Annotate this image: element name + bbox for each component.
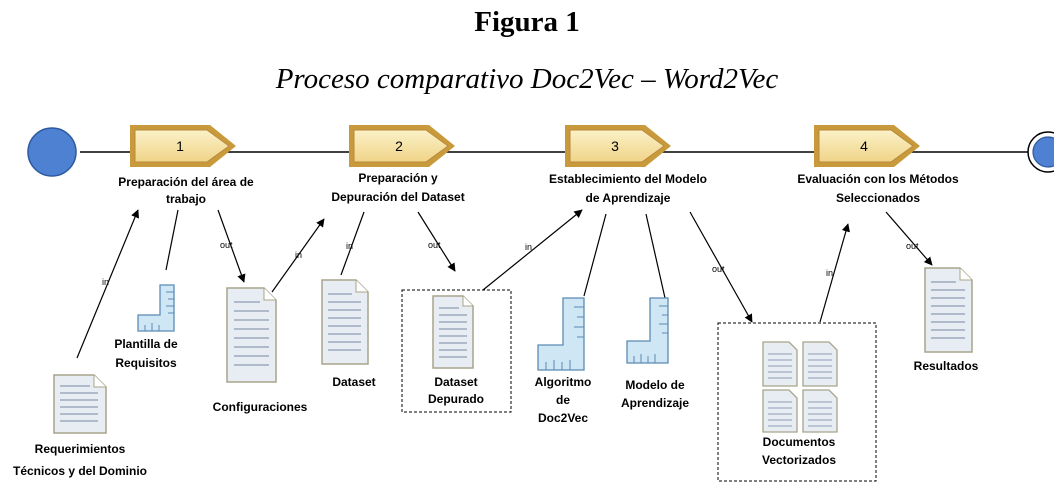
modelo-template-icon <box>626 297 669 364</box>
step-4-number: 4 <box>860 138 868 154</box>
step-4: 4 <box>814 125 920 167</box>
configuraciones-label: Configuraciones <box>213 400 308 414</box>
dataset-document-icon <box>321 279 369 365</box>
out-label-config: out <box>220 240 233 250</box>
step1-to-config-line <box>217 209 246 283</box>
out-label-depurado: out <box>428 240 441 250</box>
req-to-step1-line <box>76 209 140 359</box>
documentos-vectorizados-icon <box>762 341 838 433</box>
step-1-label-line2: trabajo <box>166 192 206 206</box>
step-4-label-line1: Evaluación con los Métodos <box>797 172 959 186</box>
algoritmo-label-line3: Doc2Vec <box>538 411 588 425</box>
config-to-step2-line <box>271 218 325 293</box>
plantilla-to-step1-line <box>165 209 179 271</box>
figure-number: Figura 1 <box>474 6 580 38</box>
step2-to-depurado-line <box>417 211 456 272</box>
step-2-label-line2: Depuración del Dataset <box>331 190 464 204</box>
step-2: 2 <box>349 125 455 167</box>
out-label-resultados: out <box>906 241 919 251</box>
algoritmo-template-icon <box>537 297 585 371</box>
step-1-number: 1 <box>176 138 184 154</box>
algoritmo-label-line2: de <box>556 393 570 407</box>
step3-to-documentos-line <box>689 211 753 323</box>
documentos-label-line2: Vectorizados <box>762 453 836 467</box>
step-2-label-line1: Preparación y <box>358 171 438 185</box>
in-label-depurado: in <box>525 242 532 252</box>
algoritmo-to-step3-line <box>583 213 607 297</box>
plantilla-template-icon <box>137 284 175 332</box>
start-event <box>27 127 77 177</box>
modelo-label-line2: Aprendizaje <box>621 396 689 410</box>
in-label-documentos: in <box>826 268 833 278</box>
plantilla-label-line1: Plantilla de <box>114 337 178 351</box>
end-event <box>1027 131 1054 173</box>
step-3-label-line2: de Aprendizaje <box>586 191 671 205</box>
plantilla-label-line2: Requisitos <box>115 356 177 370</box>
algoritmo-label-line1: Algoritmo <box>535 375 592 389</box>
documentos-to-step4-line <box>819 223 850 323</box>
documentos-vectorizados-group <box>717 322 877 482</box>
step-3: 3 <box>565 125 671 167</box>
dataset-to-step2-line <box>340 211 365 276</box>
figure-title: Proceso comparativo Doc2Vec – Word2Vec <box>275 63 779 95</box>
dataset-depurado-document-icon <box>432 295 474 369</box>
in-label-req: in <box>102 277 109 287</box>
step4-to-resultados-line <box>885 211 933 266</box>
requerimientos-document-icon <box>53 374 107 434</box>
depurado-to-step3-line <box>482 209 583 291</box>
modelo-to-step3-line <box>645 213 666 299</box>
dataset-depurado-label-line1: Dataset <box>434 375 477 389</box>
resultados-label: Resultados <box>914 359 979 373</box>
dataset-depurado-group <box>401 289 512 413</box>
requerimientos-label-line1: Requerimientos <box>35 442 126 456</box>
requerimientos-label-line2: Técnicos y del Dominio <box>13 464 147 478</box>
in-label-dataset: in <box>346 241 353 251</box>
step-2-number: 2 <box>395 138 403 154</box>
step-4-label-line2: Seleccionados <box>836 191 920 205</box>
step-3-number: 3 <box>611 138 619 154</box>
documentos-label-line1: Documentos <box>763 435 836 449</box>
step-1-label-line1: Preparación del área de <box>118 175 254 189</box>
in-label-config: in <box>295 250 302 260</box>
dataset-depurado-label-line2: Depurado <box>428 392 484 406</box>
configuraciones-document-icon <box>226 287 277 383</box>
resultados-document-icon <box>924 267 973 353</box>
step-1: 1 <box>130 125 236 167</box>
out-label-documentos: out <box>712 264 725 274</box>
dataset-label: Dataset <box>332 375 375 389</box>
step-3-label-line1: Establecimiento del Modelo <box>549 172 707 186</box>
modelo-label-line1: Modelo de <box>625 378 685 392</box>
